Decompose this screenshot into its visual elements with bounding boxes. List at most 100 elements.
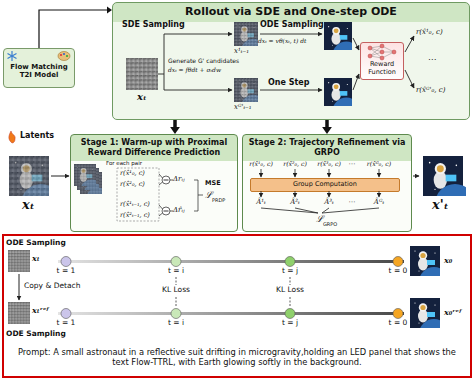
drawing-part <box>158 74 164 75</box>
math-symbol: xₜ <box>32 254 40 263</box>
drawing-part <box>379 191 380 197</box>
math-symbol: Δr̂ᵢⱼ <box>173 206 185 214</box>
stage-box: Stage 2: Trajectory Refinement via GRPO G… <box>242 134 412 232</box>
drawing-part <box>66 55 68 57</box>
drawing-part <box>353 74 359 90</box>
math-symbol: Â²ₜ <box>290 198 300 206</box>
drawing-part <box>261 208 318 213</box>
drawing-part <box>117 168 159 221</box>
section-label: ODE Sampling <box>260 20 324 29</box>
drawing-part <box>329 169 330 177</box>
arrow-head <box>170 127 180 134</box>
drawing-part <box>285 309 295 319</box>
drawing-part <box>170 180 173 181</box>
math-symbol: r(x̂²₀, c) <box>120 181 145 188</box>
drawing-part <box>261 169 262 177</box>
drawing-part <box>58 312 404 315</box>
drawing-part <box>423 156 474 224</box>
drawing-part <box>176 277 177 285</box>
drawing-part <box>61 257 403 319</box>
drawing-part <box>19 274 20 300</box>
note-text: PRDP <box>212 198 225 204</box>
math-symbol: r(x̂¹ₜ₋₁, c) <box>120 201 150 208</box>
note-text: Generate G' candidates <box>168 58 239 65</box>
drawing-part <box>324 22 360 70</box>
drawing-part <box>392 50 396 54</box>
drawing-part <box>295 191 296 197</box>
drawing-part <box>164 90 232 91</box>
drawing-part <box>405 36 414 52</box>
drawing-part <box>329 191 330 197</box>
drawing-part <box>162 176 170 184</box>
arrow-head <box>107 7 112 14</box>
drawing-part <box>410 298 449 349</box>
math-symbol: Âᴳₜ <box>374 198 384 206</box>
math-symbol: r(x̂¹₀, c) <box>416 28 443 36</box>
note-text: ⋯ <box>428 55 436 64</box>
math-symbol: x₀ <box>444 256 452 265</box>
drawing-part <box>159 182 163 185</box>
math-symbol: ℒ <box>205 190 212 200</box>
drawing-part <box>63 53 65 55</box>
node-text: Prompt: A small astronaut in a reflectiv… <box>14 348 460 368</box>
drawing-part <box>285 257 295 267</box>
node-text: Stage 2: Trajectory Refinement via GRPO <box>248 138 406 157</box>
drawing-part <box>61 257 71 267</box>
math-symbol: x'ₜ <box>432 198 449 213</box>
drawing-part <box>159 174 203 216</box>
drawing-part <box>164 180 169 211</box>
drawing-part <box>176 297 177 307</box>
math-symbol: r(x̂³₀, c) <box>317 160 341 167</box>
drawing-part <box>159 213 163 216</box>
note-text: t = 1 <box>57 319 76 328</box>
drawing-part <box>8 51 17 61</box>
drawing-part <box>171 309 181 319</box>
node-text: Rollout via SDE and One-step ODE <box>117 5 465 18</box>
node-text: Group Computation <box>253 179 397 189</box>
drawing-part <box>393 309 403 319</box>
drawing-part <box>393 257 403 267</box>
drawing-part <box>164 211 169 212</box>
arrow-line <box>39 10 108 48</box>
section-label: MSE <box>205 180 221 187</box>
math-symbol: r(x̂ᴳ₀, c) <box>367 160 391 167</box>
node-text: Reward Function <box>362 61 402 77</box>
math-symbol: r(x̂¹₀, c) <box>249 160 273 167</box>
math-symbol: xᴳ'ₜ₋₁ <box>234 103 252 111</box>
drawing-part <box>51 176 69 177</box>
section-label: Latents <box>20 131 54 140</box>
drawing-part <box>368 46 372 50</box>
math-symbol: r(x̂²ₜ₋₁, c) <box>120 212 150 219</box>
drawing-part <box>8 250 30 272</box>
note-text: ⋯ <box>349 198 356 206</box>
note-text: KL Loss <box>162 286 190 295</box>
drawing-part <box>8 302 30 324</box>
note-text: t = j <box>282 319 298 328</box>
drawing-part <box>9 156 61 224</box>
node-text: Flow Matching T2I Model <box>7 63 71 80</box>
drawing-part <box>380 56 384 60</box>
drawing-part <box>368 44 396 60</box>
note-text: t = i <box>168 267 184 276</box>
drawing-part <box>164 34 165 90</box>
math-symbol: Â³ₜ <box>324 198 334 206</box>
drawing-part <box>322 208 379 213</box>
drawing-part <box>380 44 384 48</box>
drawing-part <box>9 131 15 143</box>
section-label: ODE Sampling <box>6 239 66 248</box>
note-text: For each pair <box>106 160 142 166</box>
prompt-panel: Prompt: A small astronaut in a reflectiv… <box>2 234 472 378</box>
drawing-part <box>176 277 290 307</box>
drawing-part <box>8 54 17 59</box>
drawing-part <box>410 246 449 297</box>
drawing-part <box>405 70 414 88</box>
drawing-part <box>74 164 103 201</box>
math-symbol: xₜ <box>137 91 147 103</box>
note-text: t = j <box>282 267 298 276</box>
flow-arrow <box>322 120 332 134</box>
drawing-part <box>162 176 170 215</box>
drawing-part <box>261 169 379 213</box>
note-text: GRPO <box>323 222 337 228</box>
drawing-part <box>379 169 380 177</box>
math-symbol: ℒ <box>316 214 323 224</box>
